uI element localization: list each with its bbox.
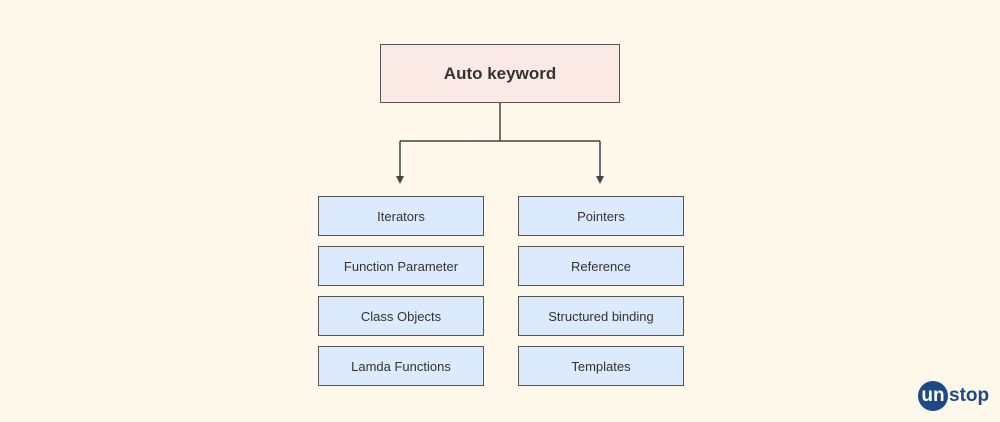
node-structured-binding: Structured binding	[518, 296, 684, 336]
node-label: Function Parameter	[343, 258, 459, 274]
logo-circle-badge: un	[918, 381, 948, 411]
root-node-auto-keyword: Auto keyword	[380, 44, 620, 103]
node-label: Reference	[571, 258, 631, 274]
logo-prefix-text: un	[921, 384, 945, 406]
node-templates: Templates	[518, 346, 684, 386]
node-label: Templates	[571, 358, 631, 374]
node-label: Class Objects	[360, 308, 442, 324]
right-arrowhead	[596, 176, 604, 184]
unstop-logo: un stop	[918, 380, 989, 412]
left-arrowhead	[396, 176, 404, 184]
node-class-objects: Class Objects	[318, 296, 484, 336]
node-label: Structured binding	[548, 308, 654, 324]
node-iterators: Iterators	[318, 196, 484, 236]
node-function-parameter: Function Parameter	[318, 246, 484, 286]
node-lamda-functions: Lamda Functions	[318, 346, 484, 386]
node-label: Iterators	[377, 208, 425, 224]
root-node-label: Auto keyword	[443, 63, 557, 83]
node-label: Pointers	[577, 208, 625, 224]
logo-suffix-text: stop	[949, 385, 990, 406]
node-reference: Reference	[518, 246, 684, 286]
node-pointers: Pointers	[518, 196, 684, 236]
node-label: Lamda Functions	[351, 358, 451, 374]
